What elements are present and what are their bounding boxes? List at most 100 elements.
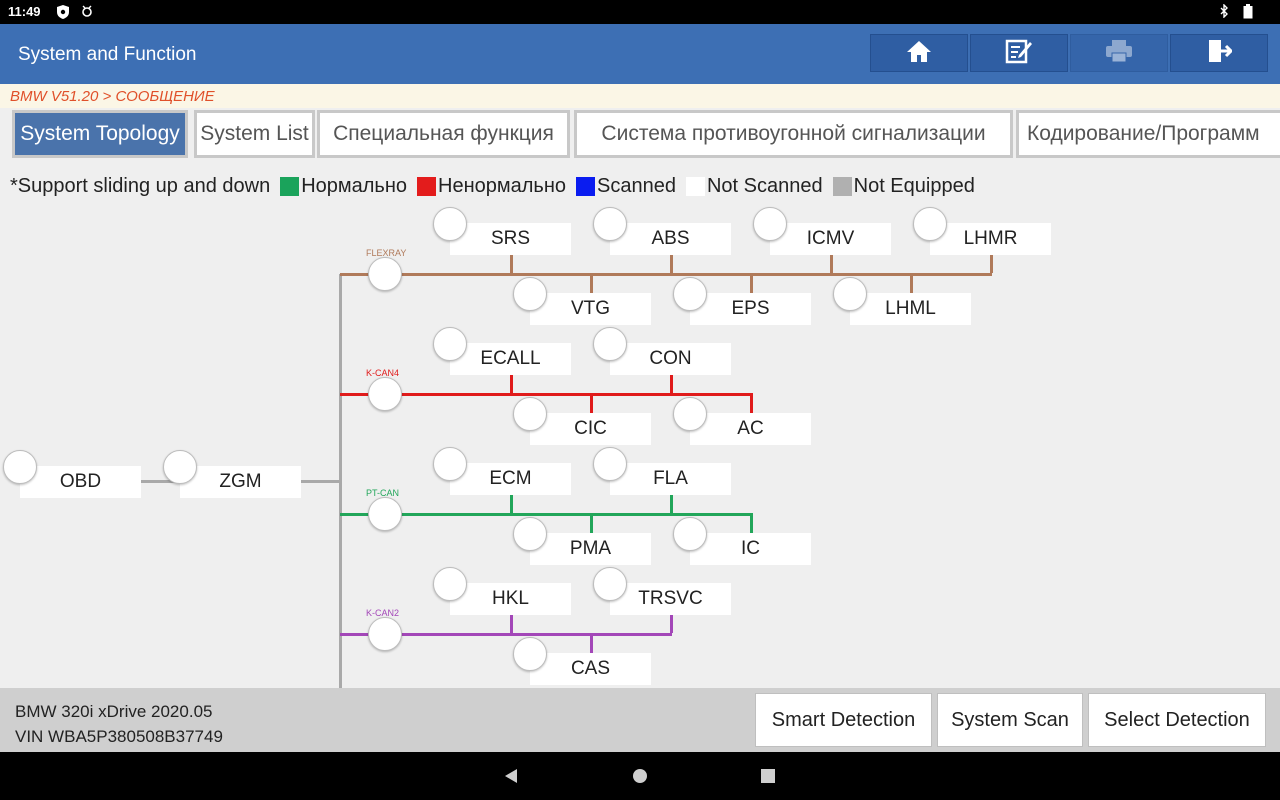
bus-line-pt-can	[340, 513, 752, 516]
bus-node-k-can2[interactable]	[368, 617, 402, 651]
drop-line-icmv	[830, 255, 833, 273]
bus-label-k-can4: K-CAN4	[366, 368, 400, 378]
legend-label-not-scanned: Not Scanned	[706, 174, 823, 197]
module-icmv[interactable]: ICMV	[770, 223, 891, 255]
bluetooth-icon	[1219, 3, 1229, 23]
vehicle-info: BMW 320i xDrive 2020.05 VIN WBA5P380508B…	[15, 699, 223, 749]
select-detection-button[interactable]: Select Detection	[1088, 693, 1266, 747]
drop-line-lhmr	[990, 255, 993, 273]
module-ic[interactable]: IC	[690, 533, 811, 565]
printer-icon	[1105, 39, 1133, 68]
legend-swatch-abnormal	[417, 176, 437, 196]
report-button[interactable]	[970, 34, 1068, 72]
module-trsvc[interactable]: TRSVC	[610, 583, 731, 615]
vehicle-model: BMW 320i xDrive 2020.05	[15, 702, 213, 721]
smart-detection-button[interactable]: Smart Detection	[755, 693, 932, 747]
module-srs[interactable]: SRS	[450, 223, 571, 255]
status-bar: 11:49	[0, 0, 1280, 24]
home-button[interactable]	[870, 34, 968, 72]
module-lhml-status[interactable]	[833, 277, 867, 311]
bus-line-flexray	[340, 273, 992, 276]
tab-special-function[interactable]: Специальная функция	[317, 110, 570, 158]
module-srs-status[interactable]	[433, 207, 467, 241]
module-ac-status[interactable]	[673, 397, 707, 431]
module-obd-status[interactable]	[3, 450, 37, 484]
drop-line-vtg	[590, 273, 593, 293]
legend-label-abnormal: Ненормально	[438, 174, 567, 197]
module-eps[interactable]: EPS	[690, 293, 811, 325]
module-ecall[interactable]: ECALL	[450, 343, 571, 375]
module-obd[interactable]: OBD	[20, 466, 141, 498]
module-con[interactable]: CON	[610, 343, 731, 375]
bus-line-k-can4	[340, 393, 752, 396]
module-ecm-status[interactable]	[433, 447, 467, 481]
print-button[interactable]	[1070, 34, 1168, 72]
module-cas[interactable]: CAS	[530, 653, 651, 685]
vehicle-vin: VIN WBA5P380508B37749	[15, 727, 223, 746]
module-abs-status[interactable]	[593, 207, 627, 241]
drop-line-eps	[750, 273, 753, 293]
drop-line-con	[670, 375, 673, 393]
app-header: System and Function	[0, 24, 1280, 84]
breadcrumb: BMW V51.20 > СООБЩЕНИЕ	[0, 84, 1280, 108]
bus-line-k-can2	[340, 633, 672, 636]
module-zgm-status[interactable]	[163, 450, 197, 484]
drop-line-ecm	[510, 495, 513, 513]
recents-icon[interactable]	[760, 768, 776, 789]
module-vtg[interactable]: VTG	[530, 293, 651, 325]
module-cic-status[interactable]	[513, 397, 547, 431]
home-nav-icon[interactable]	[632, 768, 648, 789]
legend-label-normal: Нормально	[301, 174, 408, 197]
module-lhmr[interactable]: LHMR	[930, 223, 1051, 255]
tab-bar: System Topology System List Специальная …	[0, 108, 1280, 160]
module-fla-status[interactable]	[593, 447, 627, 481]
drop-line-cas	[590, 633, 593, 653]
module-ecall-status[interactable]	[433, 327, 467, 361]
system-scan-button[interactable]: System Scan	[937, 693, 1083, 747]
module-ecm[interactable]: ECM	[450, 463, 571, 495]
module-ic-status[interactable]	[673, 517, 707, 551]
module-trsvc-status[interactable]	[593, 567, 627, 601]
legend-swatch-scanned	[576, 176, 596, 196]
drop-line-ac	[750, 393, 753, 413]
legend-hint: *Support sliding up and down	[10, 174, 271, 197]
drop-line-lhml	[910, 273, 913, 293]
edit-report-icon	[1005, 38, 1033, 69]
zgm-trunk-link	[300, 480, 340, 483]
bus-node-flexray[interactable]	[368, 257, 402, 291]
bus-node-k-can4[interactable]	[368, 377, 402, 411]
module-abs[interactable]: ABS	[610, 223, 731, 255]
module-pma-status[interactable]	[513, 517, 547, 551]
tab-anti-theft[interactable]: Система противоугонной сигнализации	[574, 110, 1013, 158]
tab-system-topology[interactable]: System Topology	[12, 110, 188, 158]
legend: *Support sliding up and down Нормально Н…	[10, 172, 975, 200]
exit-button[interactable]	[1170, 34, 1268, 72]
tab-system-list[interactable]: System List	[194, 110, 315, 158]
module-hkl[interactable]: HKL	[450, 583, 571, 615]
module-hkl-status[interactable]	[433, 567, 467, 601]
module-cas-status[interactable]	[513, 637, 547, 671]
module-cic[interactable]: CIC	[530, 413, 651, 445]
module-vtg-status[interactable]	[513, 277, 547, 311]
legend-label-not-equipped: Not Equipped	[853, 174, 975, 197]
module-eps-status[interactable]	[673, 277, 707, 311]
home-icon	[906, 39, 932, 68]
module-lhml[interactable]: LHML	[850, 293, 971, 325]
legend-swatch-normal	[280, 176, 300, 196]
tab-coding[interactable]: Кодирование/Программ	[1016, 110, 1280, 158]
drop-line-ic	[750, 513, 753, 533]
module-pma[interactable]: PMA	[530, 533, 651, 565]
drop-line-abs	[670, 255, 673, 273]
module-icmv-status[interactable]	[753, 207, 787, 241]
page-title: System and Function	[18, 44, 197, 65]
back-icon[interactable]	[503, 768, 519, 789]
trunk-line	[339, 274, 342, 688]
module-lhmr-status[interactable]	[913, 207, 947, 241]
drop-line-ecall	[510, 375, 513, 393]
module-fla[interactable]: FLA	[610, 463, 731, 495]
module-ac[interactable]: AC	[690, 413, 811, 445]
module-con-status[interactable]	[593, 327, 627, 361]
bus-node-pt-can[interactable]	[368, 497, 402, 531]
module-zgm[interactable]: ZGM	[180, 466, 301, 498]
